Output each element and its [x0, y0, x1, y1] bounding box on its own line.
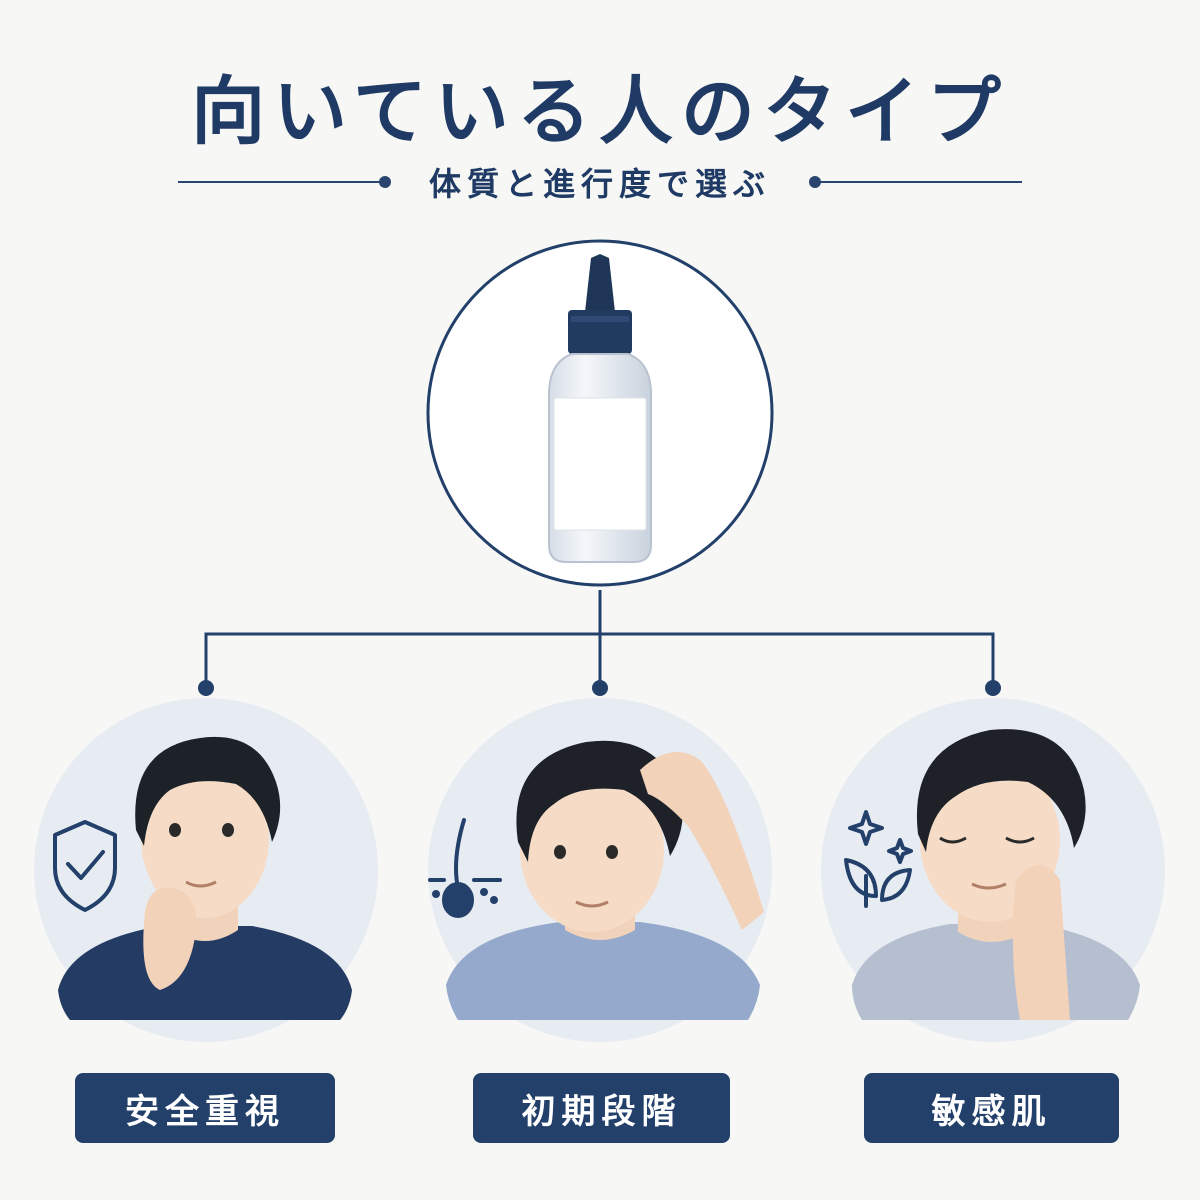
- page-title: 向いている人のタイプ: [191, 69, 1009, 155]
- type-label-safety: 安全重視: [75, 1073, 335, 1143]
- person-illustration-3: [852, 729, 1140, 1020]
- connector-dot-left: [198, 680, 214, 696]
- connector-dot-right: [985, 680, 1001, 696]
- shield-check-icon: [53, 820, 117, 912]
- type-label-sensitive: 敏感肌: [864, 1073, 1119, 1143]
- type-label-early: 初期段階: [473, 1073, 730, 1143]
- subtitle-row: 体質と進行度で選ぶ: [178, 160, 1023, 204]
- subtitle: 体質と進行度で選ぶ: [429, 165, 772, 203]
- type-circle-sensitive: [821, 698, 1165, 1042]
- leaf-sparkle-icon: [844, 810, 913, 908]
- connector-dot-center: [592, 680, 608, 696]
- person-illustration-2: [446, 740, 764, 1020]
- type-circle-safety: [34, 698, 378, 1042]
- subtitle-rule-left: [178, 176, 391, 188]
- subtitle-rule-right: [809, 176, 1023, 188]
- connector-lines: [204, 590, 995, 688]
- type-circle-early: [428, 698, 772, 1042]
- dropper-bottle-icon: [548, 254, 652, 563]
- person-illustration-1: [58, 736, 352, 1020]
- hair-follicle-icon: [428, 818, 502, 918]
